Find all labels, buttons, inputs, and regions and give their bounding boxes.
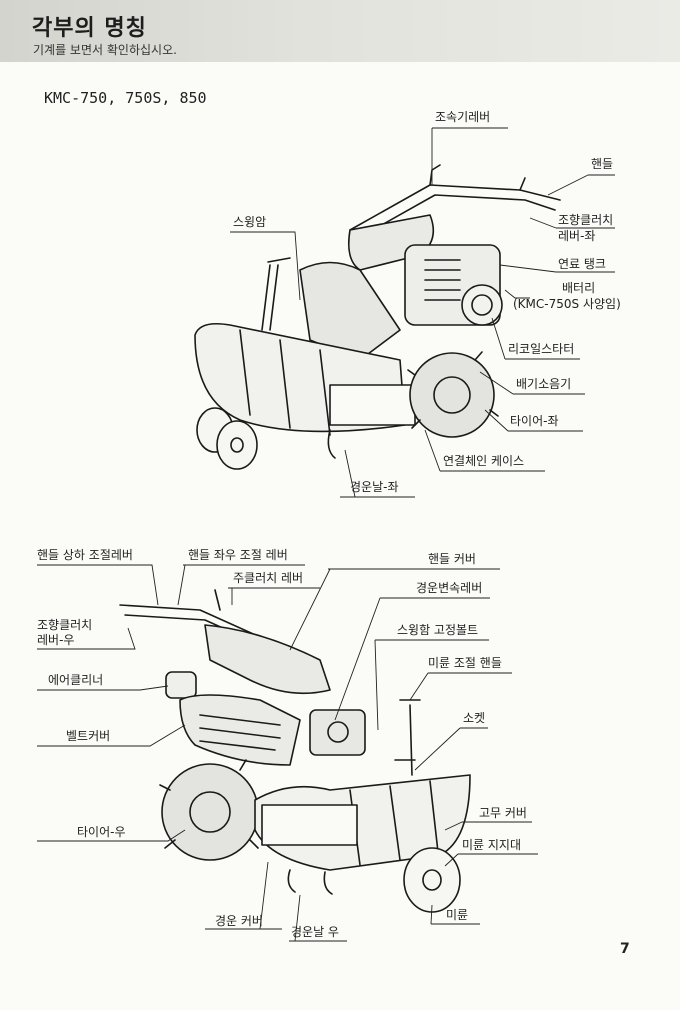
label-air-cleaner: 에어클리너 xyxy=(48,673,104,687)
label-tiller-blade-right: 경운날 우 xyxy=(291,925,339,939)
model-heading: KMC-750, 750S, 850 xyxy=(44,89,207,107)
page-header xyxy=(0,0,680,62)
label-steering-clutch-right-1: 조향클러치 xyxy=(37,618,93,632)
label-tire-left: 타이어-좌 xyxy=(510,414,559,428)
page-number: 7 xyxy=(620,941,630,957)
label-battery-note: (KMC-750S 사양임) xyxy=(513,297,621,311)
label-swing-arm-bolt: 스윙함 고정볼트 xyxy=(397,623,479,637)
label-handle-height-lever: 핸들 상하 조절레버 xyxy=(37,548,133,562)
label-handle-cover: 핸들 커버 xyxy=(428,552,476,566)
label-tire-right: 타이어-우 xyxy=(77,825,126,839)
label-speed-lever: 조속기레버 xyxy=(435,110,491,124)
label-swing-arm: 스윙암 xyxy=(233,215,267,229)
label-tail-wheel: 미륜 xyxy=(446,908,469,922)
label-handle-lr-lever: 핸들 좌우 조절 레버 xyxy=(188,548,288,562)
label-socket: 소켓 xyxy=(463,711,486,725)
label-steering-clutch-left-1: 조향클러치 xyxy=(558,213,614,227)
label-rubber-cover: 고무 커버 xyxy=(479,806,527,820)
bottom-tiller-illustration xyxy=(119,589,471,913)
label-tiller-cover: 경운 커버 xyxy=(215,914,263,928)
label-fuel-tank: 연료 탱크 xyxy=(558,257,606,271)
label-chain-case: 연결체인 케이스 xyxy=(443,454,525,468)
label-tiller-blade-left: 경운날-좌 xyxy=(350,480,399,494)
leader-lines xyxy=(37,127,615,942)
top-tiller-illustration xyxy=(194,164,561,470)
label-handle: 핸들 xyxy=(591,157,614,171)
label-belt-cover: 벨트커버 xyxy=(66,729,111,743)
label-main-clutch-lever: 주클러치 레버 xyxy=(233,571,304,585)
label-steering-clutch-right-2: 레버-우 xyxy=(37,633,75,647)
label-recoil-starter: 리코일스타터 xyxy=(508,342,575,356)
label-steering-clutch-left-2: 레버-좌 xyxy=(558,229,596,243)
page-title: 각부의 명칭 xyxy=(32,16,147,41)
label-battery: 배터리 xyxy=(562,281,596,295)
label-tiller-shift-lever: 경운변속레버 xyxy=(416,581,483,595)
label-tail-wheel-handle: 미륜 조절 핸들 xyxy=(428,656,502,670)
page-subtitle: 기계를 보면서 확인하십시오. xyxy=(33,43,177,57)
label-muffler: 배기소음기 xyxy=(516,377,572,391)
label-tail-wheel-support: 미륜 지지대 xyxy=(462,838,522,852)
